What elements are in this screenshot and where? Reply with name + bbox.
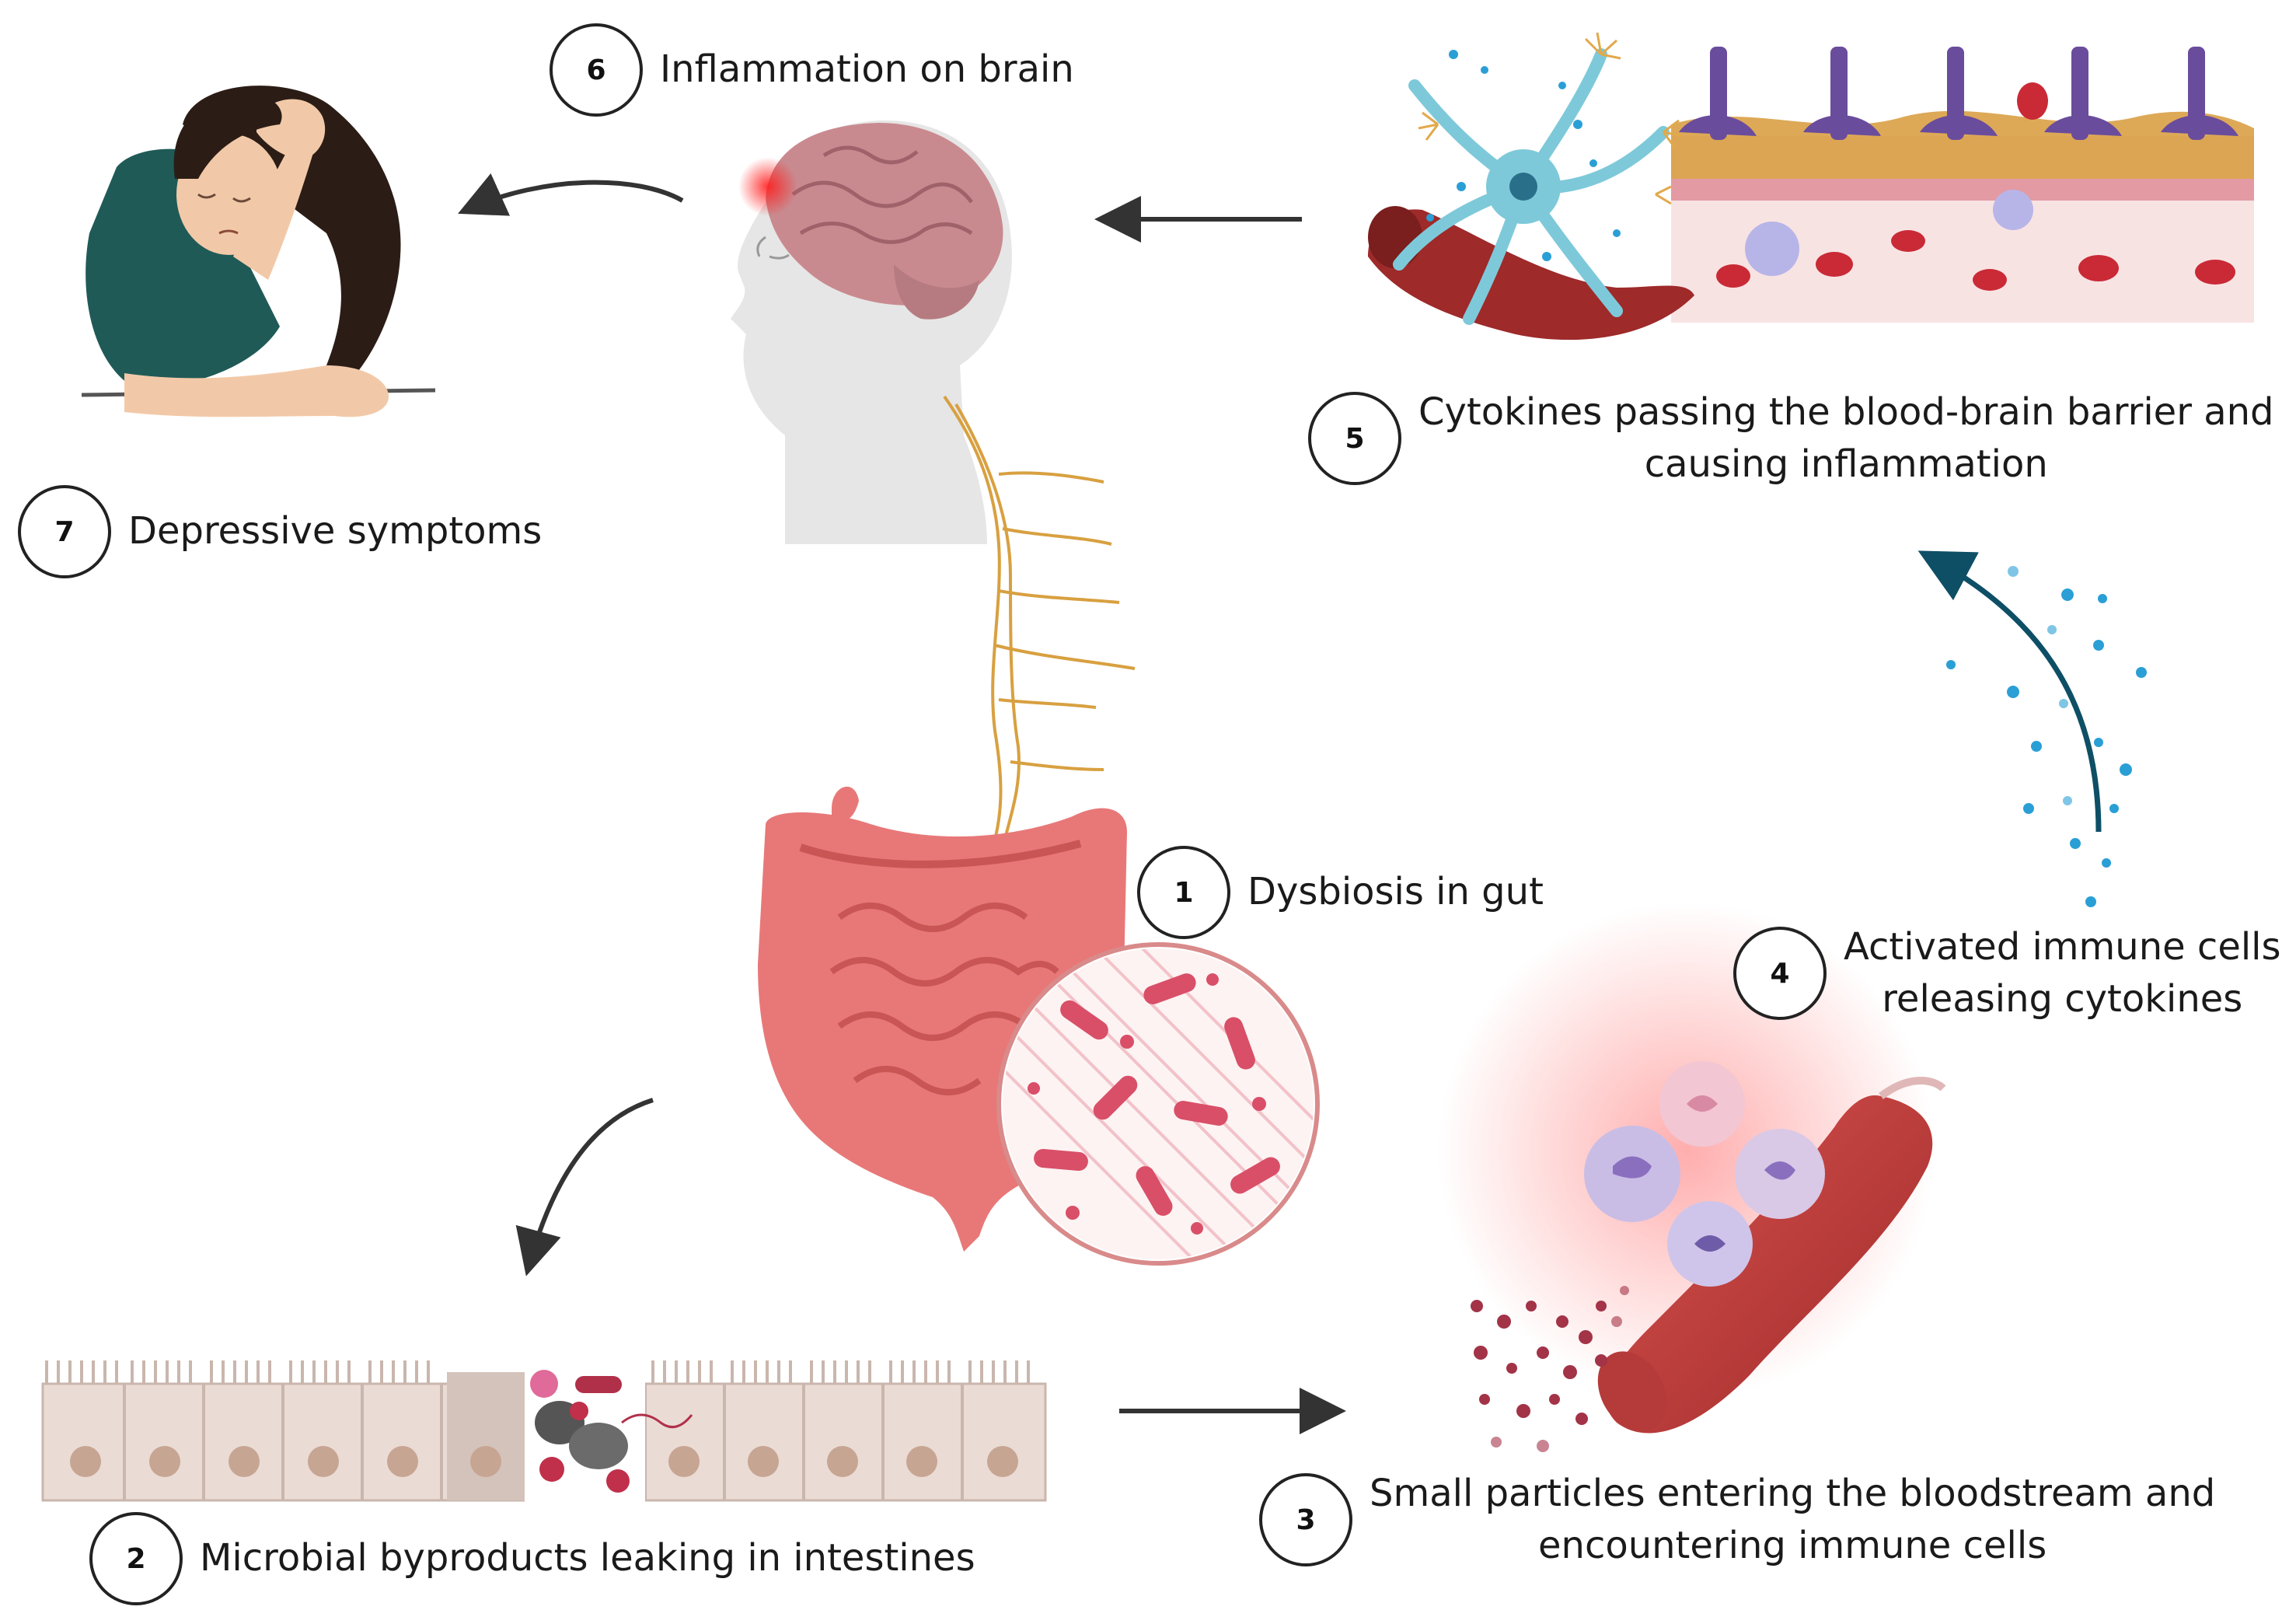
step-label: Activated immune cells releasing cytokin… bbox=[1844, 925, 2281, 1022]
step-label: Microbial byproducts leaking in intestin… bbox=[200, 1536, 975, 1580]
step-1: 1 Dysbiosis in gut bbox=[1137, 846, 1544, 939]
arrow-brain-to-person bbox=[458, 173, 684, 216]
step-number-badge: 7 bbox=[18, 485, 111, 578]
step-5: 5 Cytokines passing the blood-brain barr… bbox=[1308, 386, 2274, 491]
step-number-badge: 4 bbox=[1733, 927, 1827, 1021]
step-label: Dysbiosis in gut bbox=[1247, 870, 1544, 914]
head-with-brain-illustration bbox=[731, 120, 1012, 544]
arrow-gut-to-epithelium bbox=[515, 1098, 654, 1276]
bacteria-magnified-circle bbox=[996, 942, 1320, 1266]
step-6: 6 Inflammation on brain bbox=[550, 23, 1074, 117]
step-label: Cytokines passing the blood-brain barrie… bbox=[1418, 390, 2274, 487]
blood-brain-barrier-illustration bbox=[1368, 32, 2254, 341]
step-7: 7 Depressive symptoms bbox=[18, 485, 542, 578]
step-number-badge: 6 bbox=[550, 23, 643, 117]
step-2: 2 Microbial byproducts leaking in intest… bbox=[89, 1512, 975, 1605]
step-4: 4 Activated immune cells releasing cytok… bbox=[1733, 921, 2281, 1025]
step-number-badge: 3 bbox=[1259, 1473, 1352, 1567]
leaky-intestinal-epithelium bbox=[41, 1360, 1047, 1504]
cytokine-particles bbox=[1946, 566, 2147, 907]
step-number-badge: 5 bbox=[1308, 392, 1401, 486]
blood-vessel-immune-cells bbox=[1438, 902, 1946, 1452]
step-3: 3 Small particles entering the bloodstre… bbox=[1259, 1468, 2215, 1572]
step-number-badge: 2 bbox=[89, 1512, 183, 1605]
vagus-nerve bbox=[943, 395, 1136, 848]
arrow-cytokines-to-bbb bbox=[1917, 550, 2102, 833]
step-number-badge: 1 bbox=[1137, 846, 1230, 939]
step-label: Depressive symptoms bbox=[128, 509, 543, 554]
step-label: Small particles entering the bloodstream… bbox=[1370, 1472, 2216, 1568]
step-label: Inflammation on brain bbox=[660, 47, 1074, 92]
depressed-person-illustration bbox=[81, 86, 436, 417]
